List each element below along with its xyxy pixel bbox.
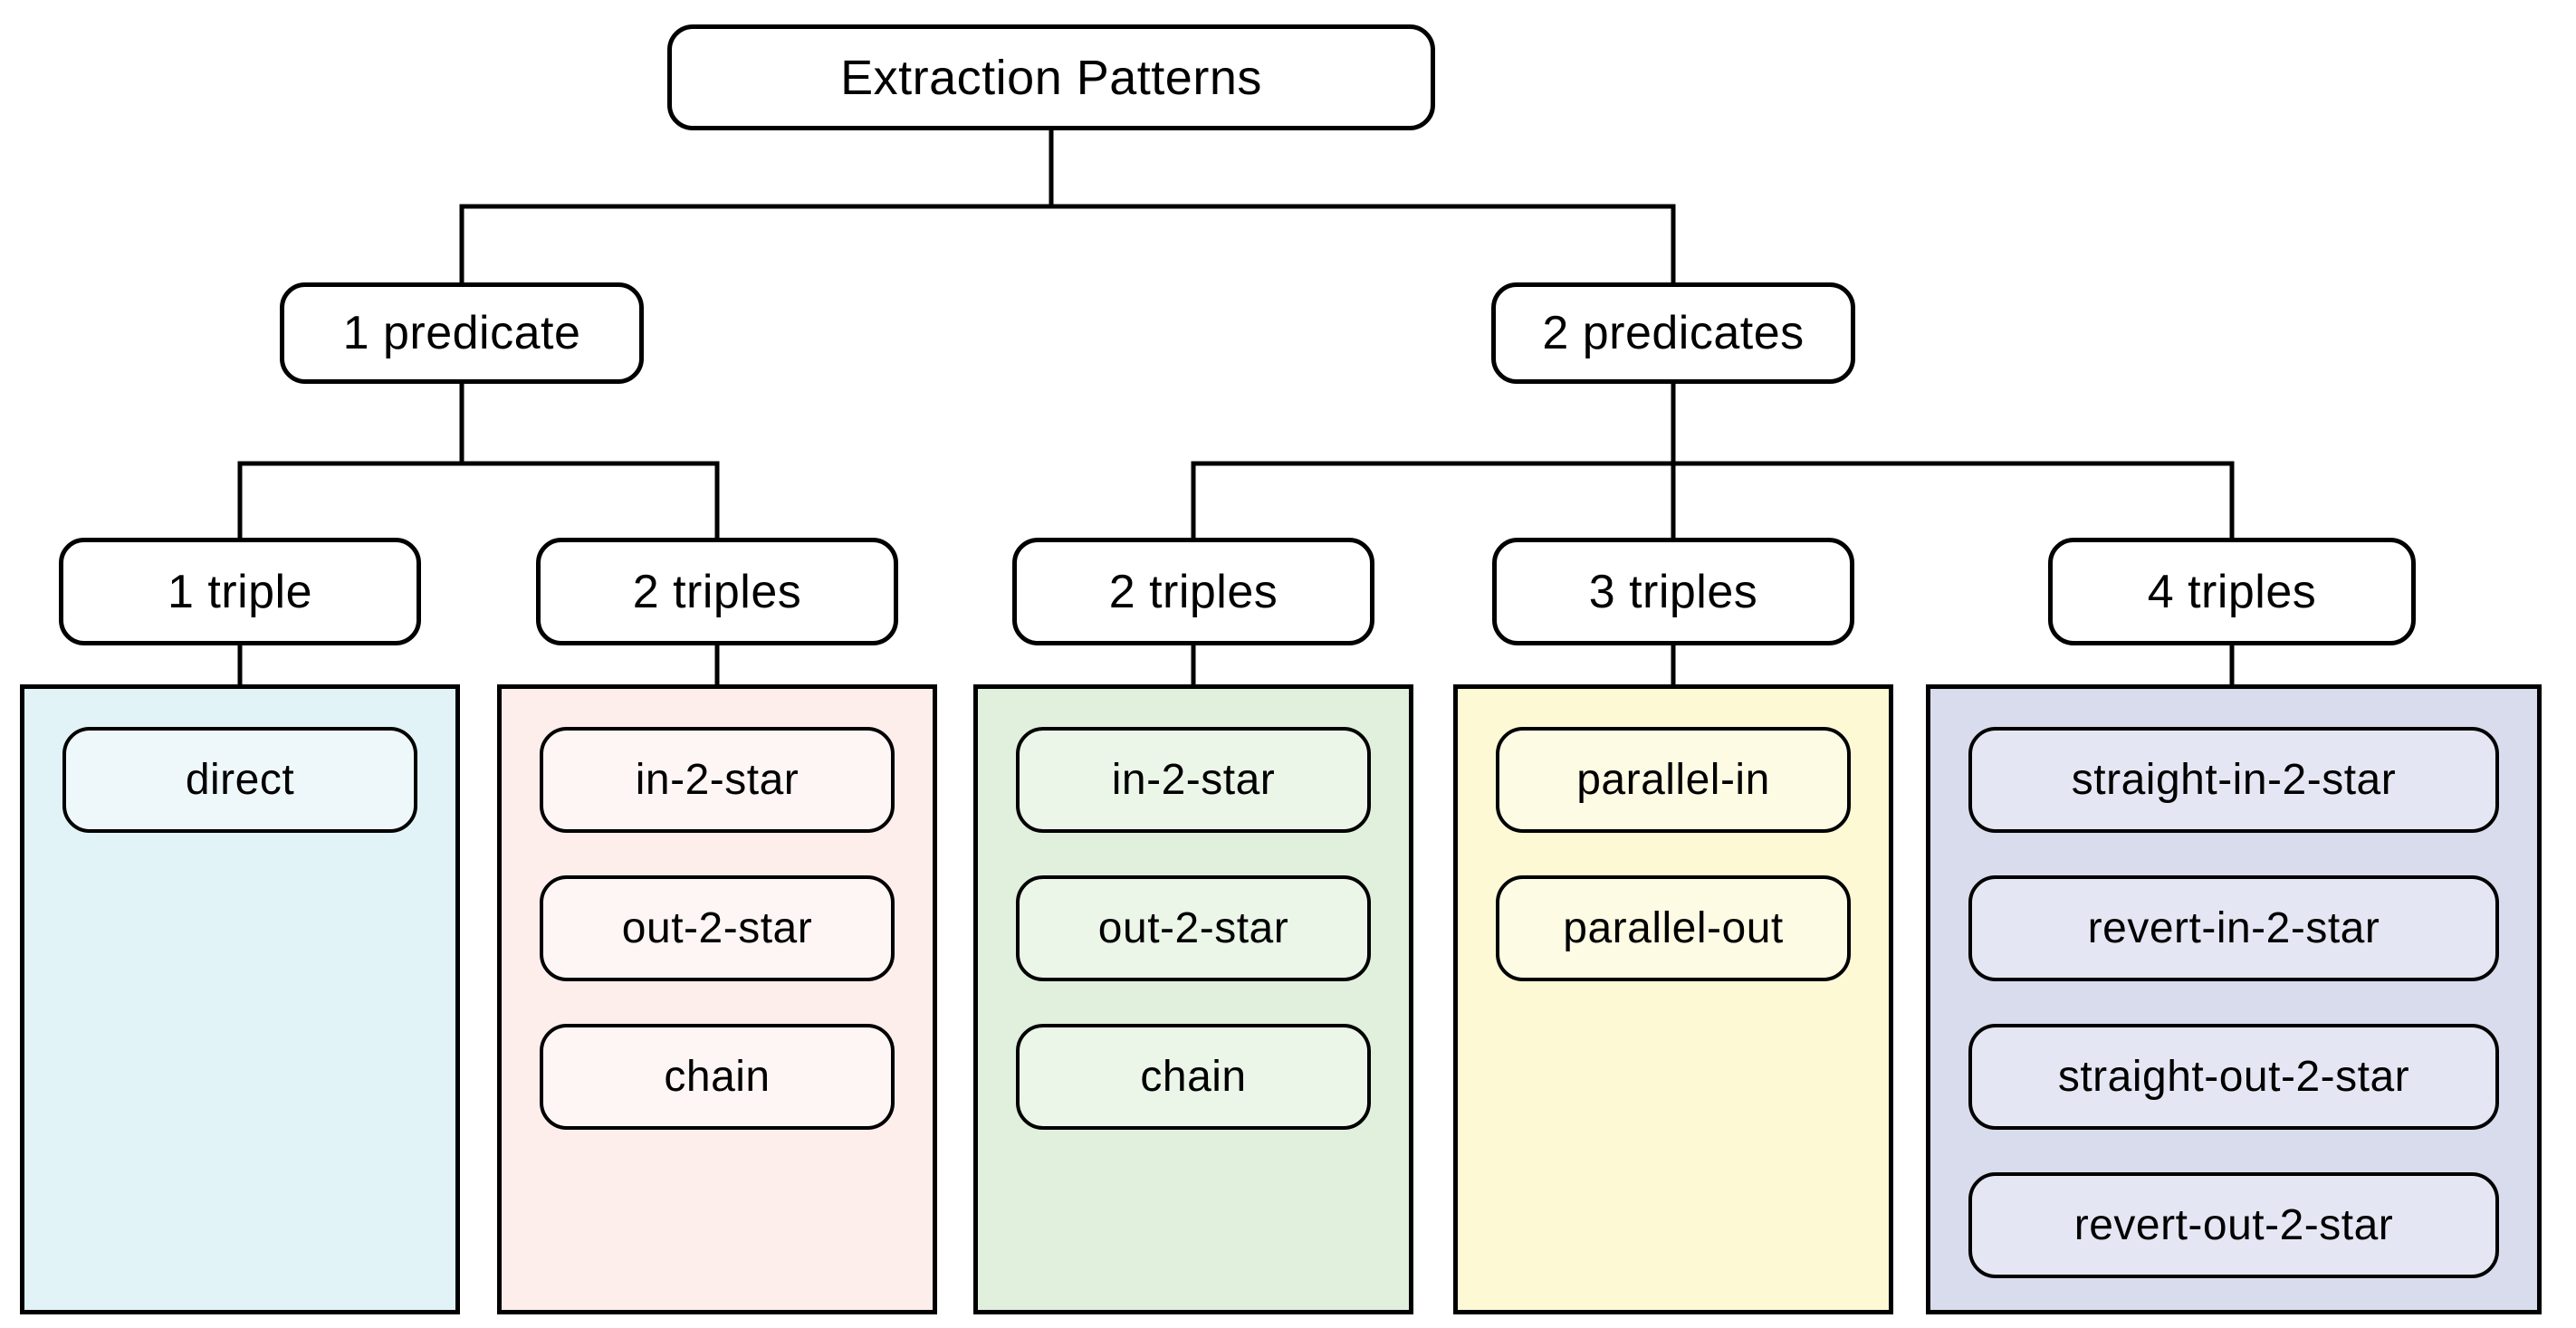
- pattern-item-revert-in-2-star: revert-in-2-star: [1968, 875, 2499, 981]
- pattern-item-chain-label: chain: [1140, 1053, 1247, 1101]
- pattern-item-chain-label: chain: [664, 1053, 771, 1101]
- node-2-predicates-label: 2 predicates: [1542, 307, 1805, 359]
- node-3-triples-label: 3 triples: [1588, 565, 1758, 618]
- pattern-item-out-2-star: out-2-star: [1016, 875, 1371, 981]
- pattern-item-parallel-in: parallel-in: [1496, 727, 1851, 833]
- pattern-item-parallel-out-label: parallel-out: [1563, 904, 1784, 952]
- node-3-triples: 3 triples: [1492, 538, 1854, 645]
- node-2-triples-a-label: 2 triples: [632, 565, 802, 618]
- node-2-triples-a: 2 triples: [536, 538, 898, 645]
- node-1-triple-label: 1 triple: [167, 565, 313, 618]
- pattern-item-in-2-star-label: in-2-star: [1111, 756, 1276, 804]
- node-2-triples-b-label: 2 triples: [1108, 565, 1278, 618]
- pattern-item-straight-out-2-star: straight-out-2-star: [1968, 1024, 2499, 1130]
- pattern-item-straight-out-2-star-label: straight-out-2-star: [2057, 1053, 2410, 1101]
- node-2-predicates: 2 predicates: [1491, 282, 1855, 384]
- node-4-triples-label: 4 triples: [2147, 565, 2317, 618]
- pattern-item-chain: chain: [1016, 1024, 1371, 1130]
- pattern-item-direct-label: direct: [185, 756, 295, 804]
- pattern-item-out-2-star-label: out-2-star: [1097, 904, 1289, 952]
- pattern-item-out-2-star: out-2-star: [540, 875, 895, 981]
- node-extraction-patterns-label: Extraction Patterns: [840, 50, 1262, 105]
- pattern-item-revert-out-2-star-label: revert-out-2-star: [2073, 1201, 2394, 1249]
- node-1-triple: 1 triple: [59, 538, 421, 645]
- pattern-item-direct: direct: [62, 727, 417, 833]
- pattern-item-straight-in-2-star: straight-in-2-star: [1968, 727, 2499, 833]
- pattern-item-chain: chain: [540, 1024, 895, 1130]
- group-4-triples: straight-in-2-star revert-in-2-star stra…: [1926, 684, 2542, 1314]
- node-4-triples: 4 triples: [2048, 538, 2416, 645]
- group-1-triple: direct: [20, 684, 460, 1314]
- node-1-predicate: 1 predicate: [280, 282, 644, 384]
- node-extraction-patterns: Extraction Patterns: [667, 24, 1435, 130]
- pattern-item-revert-out-2-star: revert-out-2-star: [1968, 1172, 2499, 1278]
- group-2-triples-2pred: in-2-star out-2-star chain: [973, 684, 1413, 1314]
- pattern-item-in-2-star: in-2-star: [1016, 727, 1371, 833]
- node-2-triples-b: 2 triples: [1012, 538, 1374, 645]
- pattern-item-out-2-star-label: out-2-star: [621, 904, 813, 952]
- pattern-item-parallel-out: parallel-out: [1496, 875, 1851, 981]
- pattern-item-revert-in-2-star-label: revert-in-2-star: [2087, 904, 2380, 952]
- pattern-item-in-2-star-label: in-2-star: [635, 756, 800, 804]
- pattern-item-in-2-star: in-2-star: [540, 727, 895, 833]
- group-2-triples-1pred: in-2-star out-2-star chain: [497, 684, 937, 1314]
- pattern-item-parallel-in-label: parallel-in: [1576, 756, 1770, 804]
- group-3-triples: parallel-in parallel-out: [1453, 684, 1893, 1314]
- pattern-item-straight-in-2-star-label: straight-in-2-star: [2071, 756, 2397, 804]
- node-1-predicate-label: 1 predicate: [342, 307, 581, 359]
